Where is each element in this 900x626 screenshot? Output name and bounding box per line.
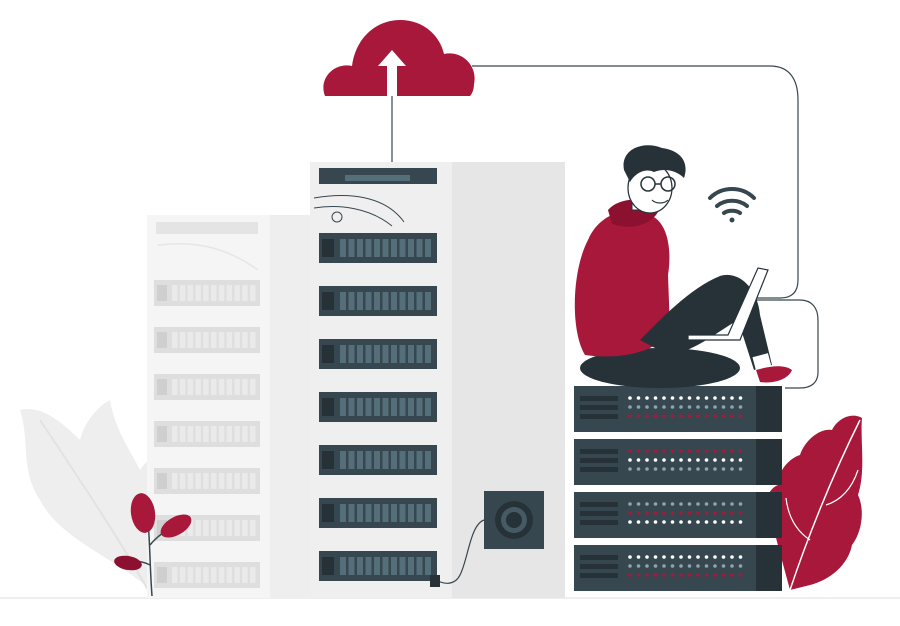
rack-unit — [319, 286, 437, 316]
person-with-laptop — [574, 145, 792, 388]
stacked-server-unit — [574, 492, 782, 538]
rack-unit — [319, 551, 437, 581]
background-server-rack — [147, 215, 312, 598]
network-cable-2 — [720, 299, 819, 389]
cloud-upload-icon — [323, 20, 475, 162]
ghost-rack-unit — [154, 280, 260, 306]
rack-unit — [319, 445, 437, 475]
red-leaf-right-icon — [765, 415, 863, 591]
ghost-rack-unit — [154, 421, 260, 447]
rack-unit — [319, 392, 437, 422]
server-stack — [574, 386, 782, 591]
power-supply-icon — [430, 491, 544, 587]
ghost-rack-unit — [154, 562, 260, 588]
rack-unit — [319, 498, 437, 528]
ghost-rack-unit — [154, 327, 260, 353]
stacked-server-unit — [574, 545, 782, 591]
ghost-rack-unit — [154, 374, 260, 400]
wifi-icon — [708, 187, 756, 223]
stacked-server-unit — [574, 439, 782, 485]
network-cable — [472, 65, 799, 299]
ghost-rack-unit — [154, 468, 260, 494]
main-server-rack — [310, 162, 565, 598]
grey-leaf-icon — [20, 400, 175, 591]
stacked-server-unit — [574, 386, 782, 432]
red-leaf-plant-left-icon — [114, 493, 192, 597]
rack-unit — [319, 233, 437, 263]
rack-unit — [319, 339, 437, 369]
